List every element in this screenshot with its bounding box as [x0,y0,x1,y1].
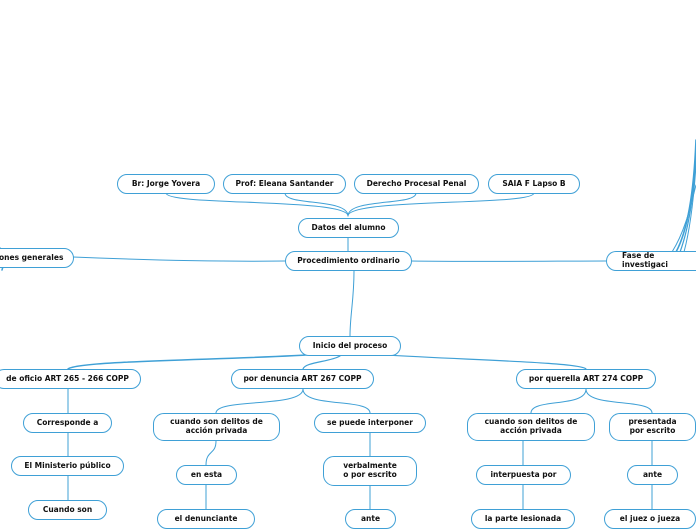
node-inicio[interactable]: Inicio del proceso [299,336,401,356]
node-querella-label: por querella ART 274 COPP [529,375,643,384]
node-ante1-label: ante [643,471,662,480]
node-cuando-son[interactable]: Cuando son [28,500,107,520]
node-verbalmente-label: verbalmente o por escrito [343,462,397,479]
node-en-esta-label: en esta [191,471,222,480]
node-procedimiento[interactable]: Procedimiento ordinario [285,251,412,271]
node-ante2[interactable]: ante [345,509,396,529]
link-denuncia-delitos1 [216,389,303,413]
node-datos[interactable]: Datos del alumno [298,218,399,238]
node-saia[interactable]: SAIA F Lapso B [488,174,580,194]
node-datos-label: Datos del alumno [311,224,385,233]
link-inicio-querella [370,354,586,369]
link-inicio-oficio [68,354,322,369]
node-saia-label: SAIA F Lapso B [502,180,565,189]
node-delitos1[interactable]: cuando son delitos de acción privada [153,413,280,441]
node-oficio-label: de oficio ART 265 - 266 COPP [6,375,129,384]
node-corresponde-label: Corresponde a [37,419,99,428]
node-ministerio-label: El Ministerio público [24,462,110,471]
node-inicio-label: Inicio del proceso [313,342,388,351]
link-procedimiento-inicio [350,271,354,336]
node-delitos2[interactable]: cuando son delitos de acción privada [467,413,595,441]
node-derecho-label: Derecho Procesal Penal [367,180,467,189]
node-ante2-label: ante [361,515,380,524]
node-oficio[interactable]: de oficio ART 265 - 266 COPP [0,369,141,389]
node-eleana[interactable]: Prof: Eleana Santander [223,174,346,194]
node-lesionada-label: la parte lesionada [485,515,561,524]
node-generales[interactable]: ones generales [0,248,74,268]
node-juez[interactable]: el juez o jueza [604,509,696,529]
node-interponer[interactable]: se puede interponer [314,413,426,433]
node-cuando-son-label: Cuando son [43,506,92,515]
node-presentada[interactable]: presentada por escrito [609,413,696,441]
node-fase[interactable]: Fase de investigaci [606,251,696,271]
node-jorge[interactable]: Br: Jorge Yovera [117,174,215,194]
link-jorge-datos [166,193,348,216]
node-corresponde[interactable]: Corresponde a [23,413,112,433]
link-denuncia-interponer [303,389,370,413]
node-denuncia-label: por denuncia ART 267 COPP [243,375,361,384]
node-ministerio[interactable]: El Ministerio público [11,456,124,476]
link-procedimiento-generales [73,257,285,261]
link-inicio-denuncia [303,356,340,369]
node-delitos1-label: cuando son delitos de acción privada [170,418,263,435]
link-querella-presentada [586,389,652,413]
node-eleana-label: Prof: Eleana Santander [235,180,333,189]
node-delitos2-label: cuando son delitos de acción privada [485,418,578,435]
node-presentada-label: presentada por escrito [628,418,676,435]
node-interpuesta[interactable]: interpuesta por [476,465,571,485]
node-lesionada[interactable]: la parte lesionada [471,509,575,529]
node-generales-label: ones generales [0,254,63,263]
link-saia-datos [348,193,534,216]
node-denuncia[interactable]: por denuncia ART 267 COPP [231,369,374,389]
node-ante1[interactable]: ante [627,465,678,485]
node-en-esta[interactable]: en esta [176,465,237,485]
node-fase-label: Fase de investigaci [622,252,696,269]
node-querella[interactable]: por querella ART 274 COPP [516,369,656,389]
link-delitos1-enesta [206,441,216,465]
node-interpuesta-label: interpuesta por [490,471,556,480]
node-denunciante-label: el denunciante [175,515,238,524]
node-juez-label: el juez o jueza [620,515,680,524]
node-derecho[interactable]: Derecho Procesal Penal [354,174,479,194]
link-querella-delitos2 [531,389,586,413]
node-interponer-label: se puede interponer [327,419,413,428]
node-verbalmente[interactable]: verbalmente o por escrito [323,456,417,486]
node-procedimiento-label: Procedimiento ordinario [297,257,400,266]
node-jorge-label: Br: Jorge Yovera [132,180,200,189]
node-denunciante[interactable]: el denunciante [157,509,255,529]
